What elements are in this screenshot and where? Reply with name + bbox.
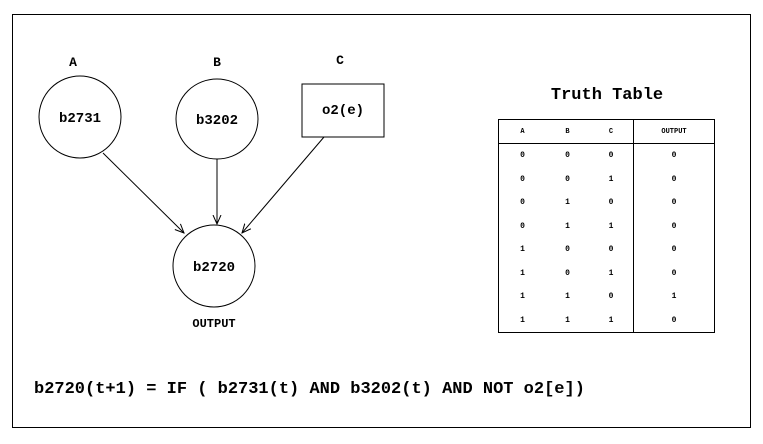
truth-table-cell: 1	[565, 198, 570, 208]
truth-table-cell: 1	[608, 174, 614, 184]
node-a-label: A	[69, 55, 77, 70]
truth-table-row: 0 1 1 0	[499, 214, 715, 238]
truth-table-cell: 1	[565, 292, 570, 302]
truth-table-cell: 0	[633, 238, 715, 262]
truth-table-row: 0 0 0 0	[499, 143, 715, 168]
truth-table-cell: 0	[520, 151, 525, 161]
node-b-label: B	[213, 55, 221, 70]
diagram-frame	[12, 14, 751, 428]
truth-table-cell: 0	[633, 308, 715, 333]
truth-table-cell: 1	[520, 268, 525, 278]
truth-table-cell: 1	[608, 268, 614, 278]
truth-table-header: A	[498, 119, 546, 144]
output-node-name: b2720	[193, 260, 235, 276]
truth-table-cell: 0	[565, 268, 570, 278]
truth-table-cell: 1	[608, 221, 614, 231]
node-a-circle	[38, 75, 122, 159]
node-c-name: o2(e)	[322, 103, 364, 119]
truth-table-cell: 0	[608, 292, 614, 302]
edge-c-to-output	[242, 136, 325, 233]
truth-table-cell: 0	[633, 143, 715, 168]
truth-table-row: 0 1 0 0	[499, 191, 715, 215]
truth-table-cell: 0	[608, 198, 614, 208]
truth-table-cell: 0	[565, 174, 570, 184]
truth-table-cell: 1	[565, 221, 570, 231]
truth-table-header: C	[589, 119, 634, 144]
truth-table-cell: 1	[520, 245, 525, 255]
truth-table-cell: 0	[633, 261, 715, 285]
truth-table-header: B	[545, 119, 589, 144]
output-node-circle	[172, 224, 256, 308]
truth-table-cell: 0	[520, 174, 525, 184]
node-c-box	[301, 83, 385, 138]
truth-table-cell: 1	[633, 285, 715, 309]
truth-table-cell: 0	[520, 221, 525, 231]
truth-table-cell: 0	[608, 151, 614, 161]
truth-table-row: 1 0 0 0	[499, 238, 715, 262]
update-rule-formula: b2720(t+1) = IF ( b2731(t) AND b3202(t) …	[34, 380, 585, 399]
truth-table-cell: 0	[633, 167, 715, 191]
truth-table-cell: 0	[565, 151, 570, 161]
node-b-circle	[175, 78, 259, 160]
output-node-label: OUTPUT	[192, 317, 235, 331]
truth-table-cell: 0	[633, 214, 715, 238]
truth-table-header: OUTPUT	[633, 119, 715, 144]
truth-table-row: 1 1 1 0	[499, 308, 715, 333]
truth-table-title: Truth Table	[550, 86, 664, 105]
truth-table-cell: 0	[608, 245, 614, 255]
truth-table-cell: 1	[520, 292, 525, 302]
node-a-name: b2731	[59, 111, 101, 127]
truth-table-row: 0 0 1 0	[499, 167, 715, 191]
truth-table-header-row: A B C OUTPUT	[498, 119, 715, 144]
node-b-name: b3202	[196, 113, 238, 129]
truth-table-cell: 1	[608, 315, 614, 325]
truth-table-row: 1 0 1 0	[499, 261, 715, 285]
truth-table-cell: 0	[520, 198, 525, 208]
node-c-label: C	[336, 53, 344, 68]
truth-table-row: 1 1 0 1	[499, 285, 715, 309]
truth-table-cell: 1	[565, 315, 570, 325]
truth-table-cell: 0	[565, 245, 570, 255]
edge-a-to-output	[102, 152, 184, 233]
truth-table-cell: 1	[520, 315, 525, 325]
truth-table-cell: 0	[633, 191, 715, 215]
